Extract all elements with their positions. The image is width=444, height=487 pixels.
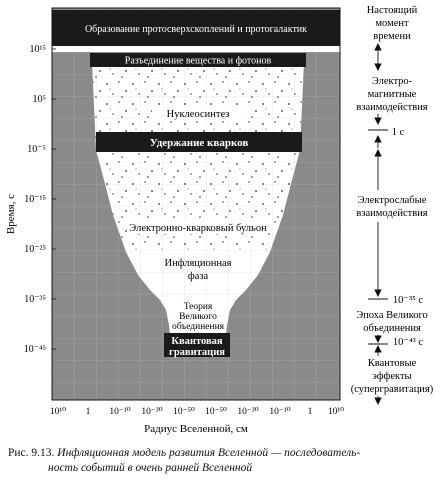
right-qe-3: (супергравитация) bbox=[351, 384, 434, 395]
y-tick: 10⁵ bbox=[33, 94, 47, 105]
y-tick: 10⁻¹⁵ bbox=[24, 194, 46, 205]
band-galaxies-label: Образование протосверхскоплений и протог… bbox=[85, 24, 307, 35]
x-tick: 10⁻³⁰ bbox=[237, 407, 258, 417]
right-now-3: времени bbox=[373, 31, 411, 42]
band-broth-label: Электронно-кварковый бульон bbox=[129, 223, 267, 234]
band-quark-confinement bbox=[96, 132, 302, 152]
right-gut-era-2: объединения bbox=[363, 323, 421, 334]
x-ticks: 10¹⁰ 1 10⁻¹⁰ 10⁻³⁰ 10⁻⁵⁰ 10⁻⁵⁰ 10⁻³⁰ 10⁻… bbox=[50, 407, 344, 417]
right-em-3: взаимодействия bbox=[356, 102, 427, 113]
right-qe-1: Квантовые bbox=[368, 358, 417, 369]
gut-label-2: Великого bbox=[179, 312, 217, 322]
x-tick: 10⁻⁵⁰ bbox=[173, 407, 195, 417]
y-tick: 10⁻⁴⁵ bbox=[24, 344, 46, 355]
right-t43: 10⁻⁴³ с bbox=[393, 337, 423, 348]
gut-label-3: объединения bbox=[172, 321, 225, 332]
x-tick: 10¹⁰ bbox=[328, 407, 344, 417]
y-ticks: 10¹⁵ 10⁵ 10⁻⁵ 10⁻¹⁵ 10⁻²⁵ 10⁻³⁵ 10⁻⁴⁵ bbox=[24, 44, 46, 355]
right-em-1: Электро- bbox=[372, 76, 413, 87]
caption-figure-number: Рис. 9.13. bbox=[8, 447, 55, 459]
right-ew-1: Электрослабые bbox=[358, 195, 427, 206]
right-one-sec: 1 с bbox=[392, 127, 405, 138]
y-tick: 10¹⁵ bbox=[30, 44, 46, 55]
y-tick: 10⁻²⁵ bbox=[24, 244, 46, 255]
band-quantum-gravity bbox=[164, 333, 230, 357]
x-tick: 10⁻³⁰ bbox=[141, 407, 162, 417]
band-quark-confinement-label: Удержание кварков bbox=[150, 137, 249, 149]
right-ew-2: взаимодействия bbox=[356, 208, 427, 219]
right-qe-2: эффекты bbox=[372, 371, 411, 382]
right-t35: 10⁻³⁵ с bbox=[393, 295, 423, 306]
x-tick: 10⁻⁵⁰ bbox=[205, 407, 227, 417]
right-now-2: момент bbox=[375, 18, 409, 29]
band-nucleosynthesis-label: Нуклеосинтез bbox=[167, 109, 230, 120]
gut-label-1: Теория bbox=[184, 302, 213, 312]
x-tick: 1 bbox=[86, 407, 91, 417]
inflation-label-1: Инфляционная bbox=[164, 258, 231, 269]
caption-line-2: ность событий в очень ранней Вселенной bbox=[48, 462, 253, 474]
y-tick: 10⁻⁵ bbox=[27, 144, 46, 155]
right-em-2: магнитные bbox=[368, 89, 417, 100]
band-separation-label: Разъединение вещества и фотонов bbox=[125, 56, 272, 67]
right-now-1: Настоящий bbox=[367, 5, 418, 16]
x-tick: 1 bbox=[308, 407, 313, 417]
x-tick: 10⁻¹⁰ bbox=[269, 407, 290, 417]
qg-label-1: Квантовая bbox=[171, 336, 223, 347]
inflation-label-2: фаза bbox=[188, 271, 209, 282]
x-tick: 10¹⁰ bbox=[50, 407, 66, 417]
figure-caption: Рис. 9.13. Инфляционная модель развития … bbox=[8, 446, 438, 476]
y-axis-label: Время, с bbox=[5, 194, 17, 234]
caption-line-1: Инфляционная модель развития Вселенной —… bbox=[57, 447, 361, 459]
x-tick: 10⁻¹⁰ bbox=[109, 407, 130, 417]
band-separation bbox=[90, 53, 306, 67]
right-arrows bbox=[368, 42, 388, 406]
x-axis-label: Радиус Вселенной, см bbox=[144, 423, 248, 435]
band-galaxies bbox=[52, 10, 340, 46]
right-gut-era-1: Эпоха Великого bbox=[356, 310, 428, 321]
inflation-figure: Образование протосверхскоплений и протог… bbox=[5, 5, 434, 435]
y-tick: 10⁻³⁵ bbox=[24, 294, 46, 305]
qg-label-2: гравитация bbox=[169, 347, 225, 358]
